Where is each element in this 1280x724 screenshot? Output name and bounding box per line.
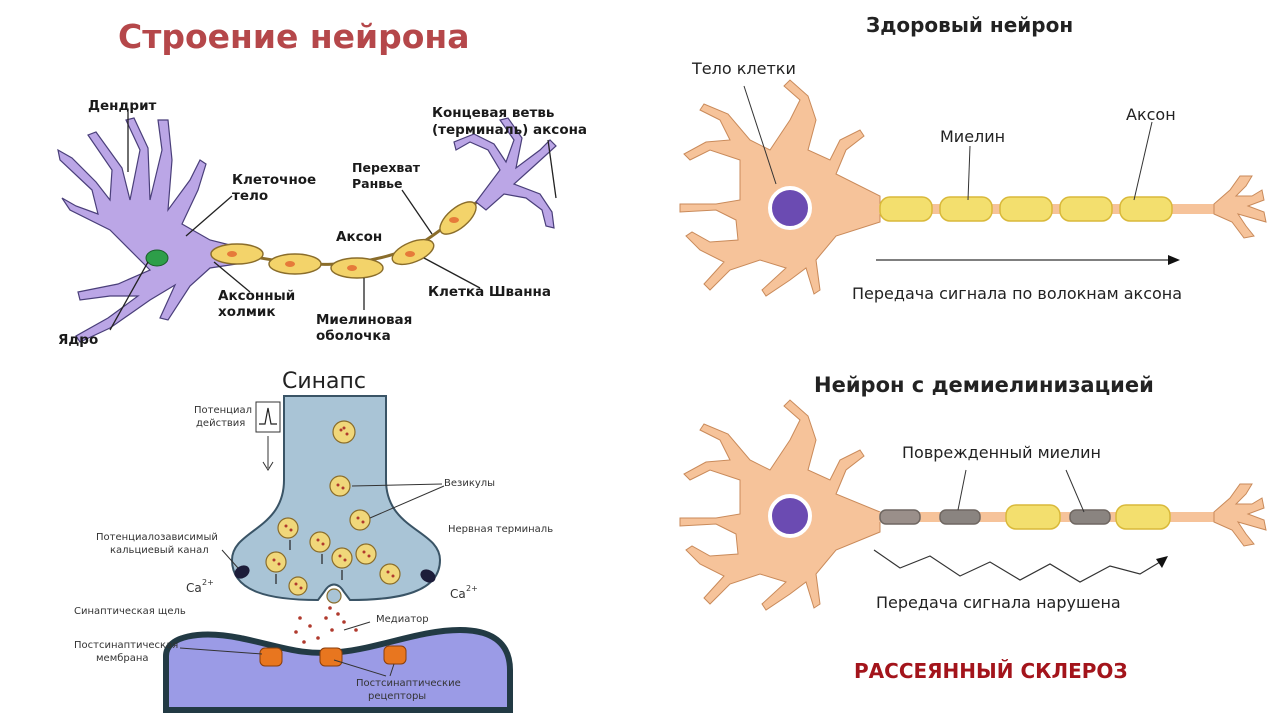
action-potential-icon: [259, 407, 277, 425]
label-ranvier-2: Ранвье: [352, 176, 403, 191]
synapse-label-ca-channel-1: Потенциалозависимый: [96, 532, 218, 543]
healthy-leaders: [743, 85, 1153, 201]
synapse-leaders: [179, 483, 445, 677]
presynaptic-terminal: [230, 395, 442, 602]
synapse-label-receptors-1: Постсинаптические: [356, 678, 461, 689]
myelin-segments: [210, 201, 477, 279]
axon-terminal-branches: [453, 117, 557, 229]
demyelinated-neuron-panel: Нейрон с демиелинизацией Поврежденный ми…: [640, 360, 1280, 720]
label-myelin-sheath-2: оболочка: [316, 328, 391, 344]
synapse-label-ca-left: Ca: [186, 581, 202, 595]
synapse-label-receptors-2: рецепторы: [368, 691, 426, 702]
healthy-neuron-panel: Здоровый нейрон Тело клетки Миелин: [640, 0, 1280, 360]
disrupted-signal-arrowhead: [1156, 556, 1168, 568]
healthy-neuron-diagram: Здоровый нейрон Тело клетки Миелин: [679, 13, 1267, 303]
demyelinated-myelin-segments: [879, 504, 1171, 530]
healthy-label-signal: Передача сигнала по волокнам аксона: [852, 284, 1182, 303]
synapse-label-postsyn-membrane-1: Постсинаптическая: [74, 640, 178, 651]
label-cell-body-2: тело: [232, 188, 268, 204]
synapse-label-ca-left-charge: 2+: [202, 578, 214, 587]
demyelinated-label-damaged-myelin: Поврежденный миелин: [902, 443, 1101, 462]
healthy-terminal: [1213, 175, 1267, 239]
label-axon: Аксон: [336, 229, 382, 245]
label-nucleus: Ядро: [58, 332, 98, 348]
healthy-label-axon: Аксон: [1126, 105, 1176, 124]
vesicle-contents: [272, 426, 395, 590]
healthy-nucleus: [768, 186, 812, 230]
action-potential-box: [255, 401, 281, 433]
synapse-label-nerve-terminal: Нервная терминаль: [448, 524, 553, 535]
healthy-label-cell-body: Тело клетки: [691, 59, 796, 78]
demyelinated-neuron-diagram: Нейрон с демиелинизацией Поврежденный ми…: [679, 373, 1267, 683]
synapse-label-ca-channel-2: кальциевый канал: [110, 545, 209, 556]
synapse-panel: Синапс: [0, 360, 640, 720]
synapse-label-ca-right: Ca: [450, 587, 466, 601]
healthy-label-myelin: Миелин: [940, 127, 1005, 146]
vesicles: [265, 420, 401, 604]
leader-lines: [109, 112, 557, 331]
label-terminal-2: (терминаль) аксона: [432, 122, 587, 138]
label-axon-hillock-1: Аксонный: [218, 288, 295, 304]
neuron-structure-title: Строение нейрона: [118, 17, 469, 56]
label-dendrite: Дендрит: [88, 98, 157, 114]
synapse-label-ap-2: действия: [196, 418, 245, 429]
schwann-nuclei: [227, 217, 459, 271]
demyelinated-label-signal: Передача сигнала нарушена: [876, 593, 1121, 612]
demyelinated-terminal: [1213, 483, 1267, 547]
disrupted-signal-line: [873, 549, 1161, 583]
vesicle-arrows: [275, 540, 343, 584]
label-myelin-sheath-1: Миелиновая: [316, 312, 412, 328]
label-cell-body-1: Клеточное: [232, 172, 316, 188]
synapse-label-ca-right-charge: 2+: [466, 584, 478, 593]
synapse-title: Синапс: [282, 369, 366, 394]
synapse-label-vesicles: Везикулы: [444, 478, 495, 489]
healthy-signal-arrowhead: [1168, 255, 1180, 265]
nucleus: [145, 249, 169, 267]
demyelinated-nucleus: [768, 494, 812, 538]
synapse-label-postsyn-membrane-2: мембрана: [96, 653, 149, 664]
label-axon-hillock-2: холмик: [218, 304, 276, 320]
synapse-label-cleft: Синаптическая щель: [74, 606, 186, 617]
label-terminal-1: Концевая ветвь: [432, 105, 554, 121]
synapse-label-mediator: Медиатор: [376, 614, 429, 625]
postsynaptic-receptors: [259, 645, 407, 667]
demyelinated-title: Нейрон с демиелинизацией: [814, 373, 1154, 397]
postsynaptic-cell: [163, 626, 513, 713]
neuron-structure-diagram: Строение нейрона: [57, 17, 587, 348]
demyelinated-leaders: [957, 469, 1085, 513]
healthy-soma: [679, 79, 881, 297]
healthy-myelin-segments: [879, 196, 1173, 222]
dendrite-tree: [57, 117, 251, 343]
ms-footer: РАССЕЯННЫЙ СКЛЕРОЗ: [854, 659, 1128, 683]
label-schwann: Клетка Шванна: [428, 284, 551, 300]
mediator-molecules: [294, 606, 358, 644]
calcium-channels: [234, 565, 436, 583]
label-ranvier-1: Перехват: [352, 160, 421, 175]
healthy-neuron-title: Здоровый нейрон: [866, 13, 1073, 37]
synapse-label-ap-1: Потенциал: [194, 405, 252, 416]
neuron-structure-panel: Строение нейрона: [0, 0, 640, 360]
synapse-diagram: Синапс: [74, 369, 553, 713]
